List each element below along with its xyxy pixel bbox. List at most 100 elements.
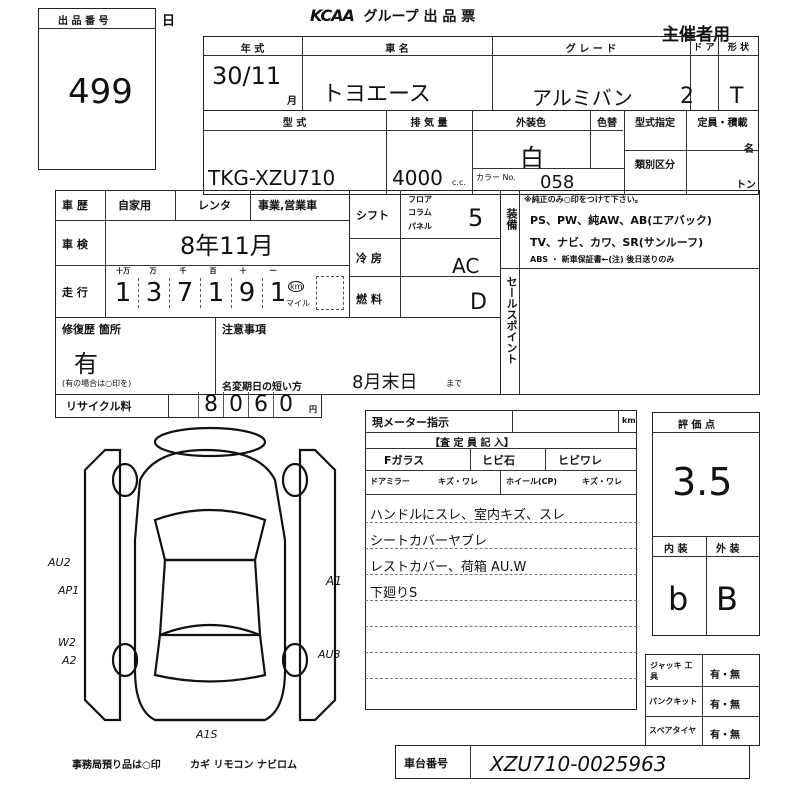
transmission-divider-1 xyxy=(349,238,501,239)
wheel-label: ホイール(CP) xyxy=(506,477,558,486)
equipment-divider xyxy=(500,268,760,269)
row2-col3 xyxy=(590,110,591,168)
mile-label: マイル xyxy=(286,299,310,308)
spare-tire-label: スペアタイヤ xyxy=(649,726,697,735)
panel-label: パネル xyxy=(408,222,432,231)
office-items: カギ リモコン ナビロム xyxy=(190,760,297,771)
diagram-annotation-au2: AU2 xyxy=(48,556,71,569)
diagram-roof xyxy=(158,558,262,637)
digit-label: 千 xyxy=(179,267,187,275)
diagram-right-side xyxy=(298,448,337,722)
color-no-value: 058 xyxy=(540,172,575,193)
interior-value: b xyxy=(668,580,689,618)
digit-label: 一 xyxy=(269,267,277,275)
equipment-line-2: TV、ナビ、カワ、SR(サンルーフ) xyxy=(530,236,704,249)
rental-label: レンタ xyxy=(198,199,231,212)
model-designation-label: 型式指定 xyxy=(635,118,675,129)
organizer-label: 主催者用 xyxy=(662,25,730,45)
chassis-divider xyxy=(470,745,471,779)
inspector-glass-col-2 xyxy=(545,448,546,470)
expiry-suffix: まで xyxy=(446,379,462,388)
recycle-block xyxy=(55,394,322,418)
lot-number-divider xyxy=(38,28,156,29)
repair-value: 有 xyxy=(74,350,98,378)
inspector-meter-col xyxy=(512,410,513,432)
comment-line xyxy=(365,600,637,601)
inspection-value: 8年11月 xyxy=(180,232,274,260)
inspector-comment-3: レストカバー、荷箱 AU.W xyxy=(370,560,527,575)
equipment-side-col xyxy=(519,190,520,395)
digit-label: 十万 xyxy=(116,267,130,275)
inspector-comment-4: 下廻りS xyxy=(370,586,418,601)
diagram-annotation-ap1: AP1 xyxy=(58,584,80,597)
shift-label: シフト xyxy=(356,209,389,222)
displacement-label: 排 気 量 xyxy=(410,118,448,129)
column-label: コラム xyxy=(408,208,432,217)
form-title: KCAA グループ 出 品 票 xyxy=(310,6,475,26)
diagram-annotation-au3: AU3 xyxy=(318,648,341,661)
diagram-windshield xyxy=(153,508,267,562)
title-logo: KCAA xyxy=(310,6,355,25)
row1-header-divider xyxy=(203,55,759,56)
history-col-a xyxy=(175,190,176,220)
lot-number-box xyxy=(38,8,156,170)
chassis-label: 車台番号 xyxy=(404,757,448,770)
grade-value: アルミバン xyxy=(532,86,633,110)
history-divider-1 xyxy=(55,220,350,221)
ac-label: 冷 房 xyxy=(356,252,382,265)
transmission-label-col xyxy=(400,190,401,318)
spare-yes-no: 有・無 xyxy=(710,730,740,741)
meter-unit: km xyxy=(622,416,636,425)
score-col xyxy=(706,536,707,636)
inspector-comment-2: シートカバーヤブレ xyxy=(370,534,488,549)
recycle-divider xyxy=(168,394,169,418)
mileage-digit: 1 xyxy=(201,278,232,308)
equipment-line-3: ABS ・ 新車保証書←(注) 後日送りのみ xyxy=(530,255,675,264)
expiry-value: 8月末日 xyxy=(352,372,418,393)
mileage-digit: 3 xyxy=(139,278,170,308)
door-mirror-options: キズ・ワレ xyxy=(438,477,478,486)
puncture-kit-label: パンクキット xyxy=(649,697,698,706)
diagram-left-side xyxy=(83,448,122,722)
mileage-digit: 1 xyxy=(108,278,139,308)
mileage-digit: 9 xyxy=(232,278,263,308)
equipment-block xyxy=(500,190,760,395)
digit-label: 百 xyxy=(209,267,217,275)
row2-right-divider xyxy=(624,150,759,151)
wheel-options: キズ・ワレ xyxy=(582,477,622,486)
inspector-mirror-col xyxy=(500,470,501,494)
inspector-entry-label: 【査 定 員 記 入】 xyxy=(430,438,514,449)
year-value: 30/11 xyxy=(212,62,282,90)
comment-line xyxy=(365,626,637,627)
color-no-label: カラー No. xyxy=(476,173,516,182)
sales-point-label: セールスポイント xyxy=(505,276,518,364)
recycle-digit: 0 xyxy=(223,392,248,417)
inspector-divider-2 xyxy=(365,448,637,449)
history-col-b xyxy=(250,190,251,220)
inspection-label: 車 検 xyxy=(62,238,88,251)
inspector-divider-1 xyxy=(365,432,637,433)
diagram-annotation-a1: A1 xyxy=(326,574,342,588)
row1-col4 xyxy=(718,36,719,111)
inspector-glass-col-1 xyxy=(470,448,471,470)
history-label: 車 歴 xyxy=(62,199,88,212)
km-label: km xyxy=(288,281,305,292)
row2-col5 xyxy=(686,110,687,195)
comment-line xyxy=(365,652,637,653)
business-label: 事業,営業車 xyxy=(258,199,318,212)
yen-label: 円 xyxy=(309,405,317,414)
ac-value: AC xyxy=(452,254,480,278)
row1-col3 xyxy=(690,36,691,111)
diagram-front-right-wheel xyxy=(281,462,309,498)
score-value: 3.5 xyxy=(672,460,733,504)
diagram-front-bumper xyxy=(153,426,267,458)
door-label: ド ア xyxy=(693,43,715,53)
interior-label: 内 装 xyxy=(664,544,688,555)
mileage-digit: 7 xyxy=(170,278,201,308)
history-divider-2 xyxy=(55,265,350,266)
notes-label: 注意事項 xyxy=(222,323,266,336)
shape-value: T xyxy=(730,84,744,109)
chassis-value: XZU710-0025963 xyxy=(490,752,667,776)
year-label: 年 式 xyxy=(240,44,265,55)
inspector-meter-unit-col xyxy=(618,410,619,432)
